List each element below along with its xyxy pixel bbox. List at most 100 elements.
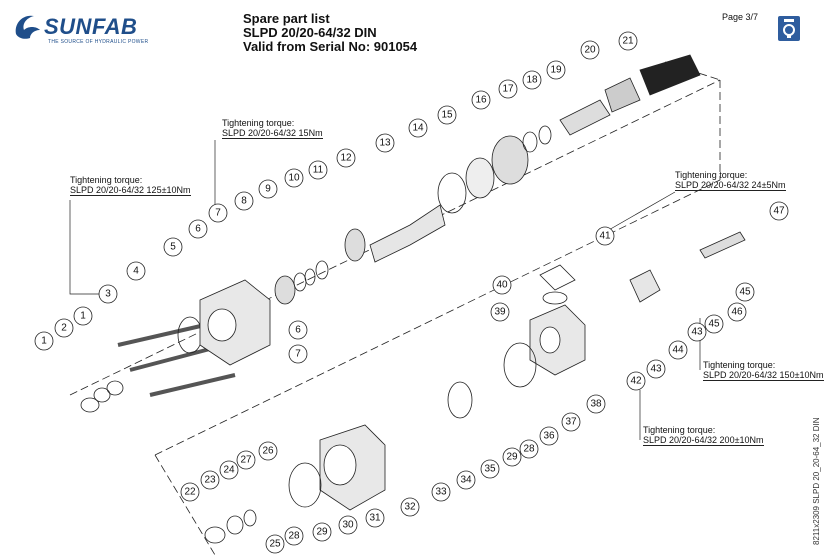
part-number-label: 7	[295, 349, 301, 360]
part-number-bubble: 20	[580, 40, 600, 60]
part-number-bubble: 14	[408, 118, 428, 138]
part-number-label: 3	[105, 289, 111, 300]
torque-caption: Tightening torque:	[222, 118, 295, 128]
part-number-label: 24	[223, 465, 235, 476]
part-number-label: 9	[265, 184, 271, 195]
part-number-label: 18	[526, 75, 538, 86]
part-number-bubble: 6	[188, 219, 208, 239]
part-number-label: 17	[502, 84, 514, 95]
part-number-label: 40	[496, 280, 508, 291]
brand-tagline: THE SOURCE OF HYDRAULIC POWER	[48, 39, 149, 45]
page-title: Spare part list	[243, 11, 330, 26]
torque-caption: Tightening torque:	[70, 175, 143, 185]
part-number-bubble: 2	[54, 318, 74, 338]
part-number-label: 6	[295, 325, 301, 336]
part-number-bubble: 10	[284, 168, 304, 188]
torque-caption: Tightening torque:	[643, 425, 716, 435]
part-number-bubble: 24	[219, 460, 239, 480]
part-number-bubble: 35	[480, 459, 500, 479]
part-number-label: 26	[262, 446, 274, 457]
part-number-label: 38	[590, 399, 602, 410]
torque-caption: Tightening torque:	[703, 360, 776, 370]
part-number-label: 19	[550, 65, 562, 76]
part-number-bubble: 36	[539, 426, 559, 446]
part-number-label: 32	[404, 502, 416, 513]
part-number-label: 29	[506, 452, 518, 463]
part-number-label: 4	[133, 266, 139, 277]
part-number-bubble: 3	[98, 284, 118, 304]
part-number-label: 28	[288, 531, 300, 542]
part-number-label: 46	[731, 307, 743, 318]
part-number-label: 27	[240, 455, 252, 466]
part-number-bubble: 17	[498, 79, 518, 99]
part-number-bubble: 18	[522, 70, 542, 90]
part-number-bubble: 40	[492, 275, 512, 295]
torque-value: SLPD 20/20-64/32 200±10Nm	[643, 435, 764, 446]
part-number-bubble: 13	[375, 133, 395, 153]
part-number-label: 23	[204, 475, 216, 486]
part-number-bubble: 6	[288, 320, 308, 340]
part-number-bubble: 31	[365, 508, 385, 528]
torque-value: SLPD 20/20-64/32 125±10Nm	[70, 185, 191, 196]
part-number-label: 45	[708, 319, 720, 330]
part-number-label: 25	[269, 539, 281, 550]
part-number-bubble: 44	[668, 340, 688, 360]
part-number-label: 1	[80, 311, 86, 322]
part-number-label: 12	[340, 153, 352, 164]
torque-caption: Tightening torque:	[675, 170, 748, 180]
part-number-bubble: 28	[519, 439, 539, 459]
part-number-bubble: 47	[769, 201, 789, 221]
sunfab-logo: SUNFAB THE SOURCE OF HYDRAULIC POWER	[12, 10, 192, 50]
part-number-label: 30	[342, 520, 354, 531]
part-number-bubble: 32	[400, 497, 420, 517]
part-number-label: 37	[565, 417, 577, 428]
part-number-label: 29	[316, 527, 328, 538]
part-number-bubble: 7	[288, 344, 308, 364]
pump-badge-icon	[778, 16, 800, 41]
title-block: Spare part list SLPD 20/20-64/32 DIN Val…	[243, 12, 417, 54]
torque-label-200: Tightening torque: SLPD 20/20-64/32 200±…	[643, 425, 764, 446]
part-number-bubble: 1	[34, 331, 54, 351]
model-name: SLPD 20/20-64/32 DIN	[243, 25, 377, 40]
part-number-label: 6	[195, 224, 201, 235]
serial-validity: Valid from Serial No: 901054	[243, 39, 418, 54]
part-number-bubble: 11	[308, 160, 328, 180]
part-number-label: 2	[61, 323, 67, 334]
part-number-bubble: 12	[336, 148, 356, 168]
part-number-bubble: 29	[312, 522, 332, 542]
part-number-label: 28	[523, 444, 535, 455]
part-number-bubble: 28	[284, 526, 304, 546]
part-number-label: 20	[584, 45, 596, 56]
part-number-label: 39	[494, 307, 506, 318]
part-number-bubble: 37	[561, 412, 581, 432]
part-number-label: 14	[412, 123, 424, 134]
torque-label-24: Tightening torque: SLPD 20/20-64/32 24±5…	[675, 170, 786, 191]
part-number-bubble: 46	[727, 302, 747, 322]
part-number-bubble: 9	[258, 179, 278, 199]
part-number-label: 8	[241, 196, 247, 207]
part-number-label: 31	[369, 513, 381, 524]
torque-label-125: Tightening torque: SLPD 20/20-64/32 125±…	[70, 175, 191, 196]
torque-label-15: Tightening torque: SLPD 20/20-64/32 15Nm	[222, 118, 323, 139]
part-number-label: 21	[622, 36, 634, 47]
part-number-bubble: 21	[618, 31, 638, 51]
part-number-label: 7	[215, 208, 221, 219]
page-number: Page 3/7	[722, 12, 759, 22]
part-number-label: 47	[773, 206, 785, 217]
part-number-bubble: 5	[163, 237, 183, 257]
part-number-bubble: 19	[546, 60, 566, 80]
part-number-bubble: 34	[456, 470, 476, 490]
part-number-bubble: 39	[490, 302, 510, 322]
part-number-bubble: 4	[126, 261, 146, 281]
part-number-bubble: 33	[431, 482, 451, 502]
torque-value: SLPD 20/20-64/32 15Nm	[222, 128, 323, 139]
part-number-label: 22	[184, 487, 196, 498]
part-number-bubble: 15	[437, 105, 457, 125]
part-number-bubble: 45	[735, 282, 755, 302]
part-number-label: 44	[672, 345, 684, 356]
part-number-bubble: 25	[265, 534, 285, 554]
circlip-shape	[80, 397, 100, 413]
part-number-bubble: 38	[586, 394, 606, 414]
